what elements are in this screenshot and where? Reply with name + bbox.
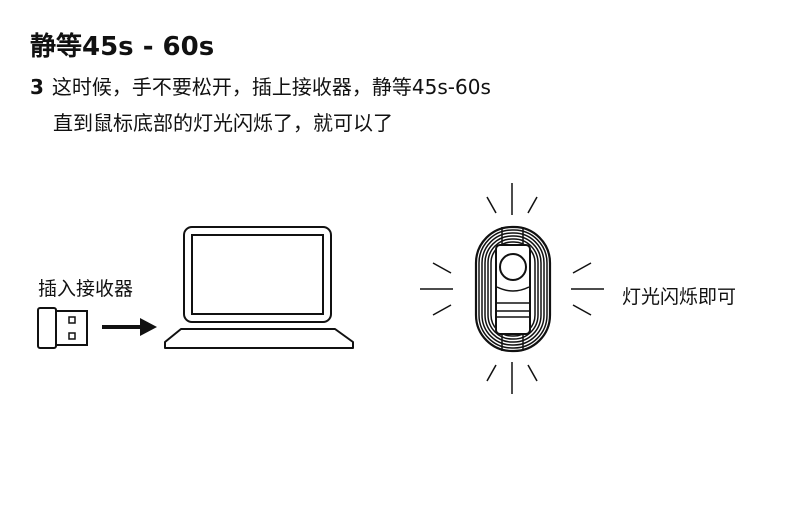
usb-receiver-icon	[37, 307, 88, 349]
light-rays-icon	[420, 183, 604, 394]
page-title: 静等45s - 60s	[30, 32, 215, 62]
step-number: 3	[30, 75, 44, 99]
light-label: 灯光闪烁即可	[622, 286, 737, 308]
mouse-bottom-icon	[474, 225, 552, 353]
step-text-1: 这时候，手不要松开，插上接收器，静等45s-60s	[51, 75, 491, 99]
step-line-2: 直到鼠标底部的灯光闪烁了，就可以了	[53, 111, 393, 135]
receiver-label: 插入接收器	[38, 278, 134, 300]
arrow-right-icon	[102, 318, 157, 336]
step-line-1: 3 这时候，手不要松开，插上接收器，静等45s-60s	[30, 71, 491, 100]
laptop-icon	[164, 226, 354, 349]
